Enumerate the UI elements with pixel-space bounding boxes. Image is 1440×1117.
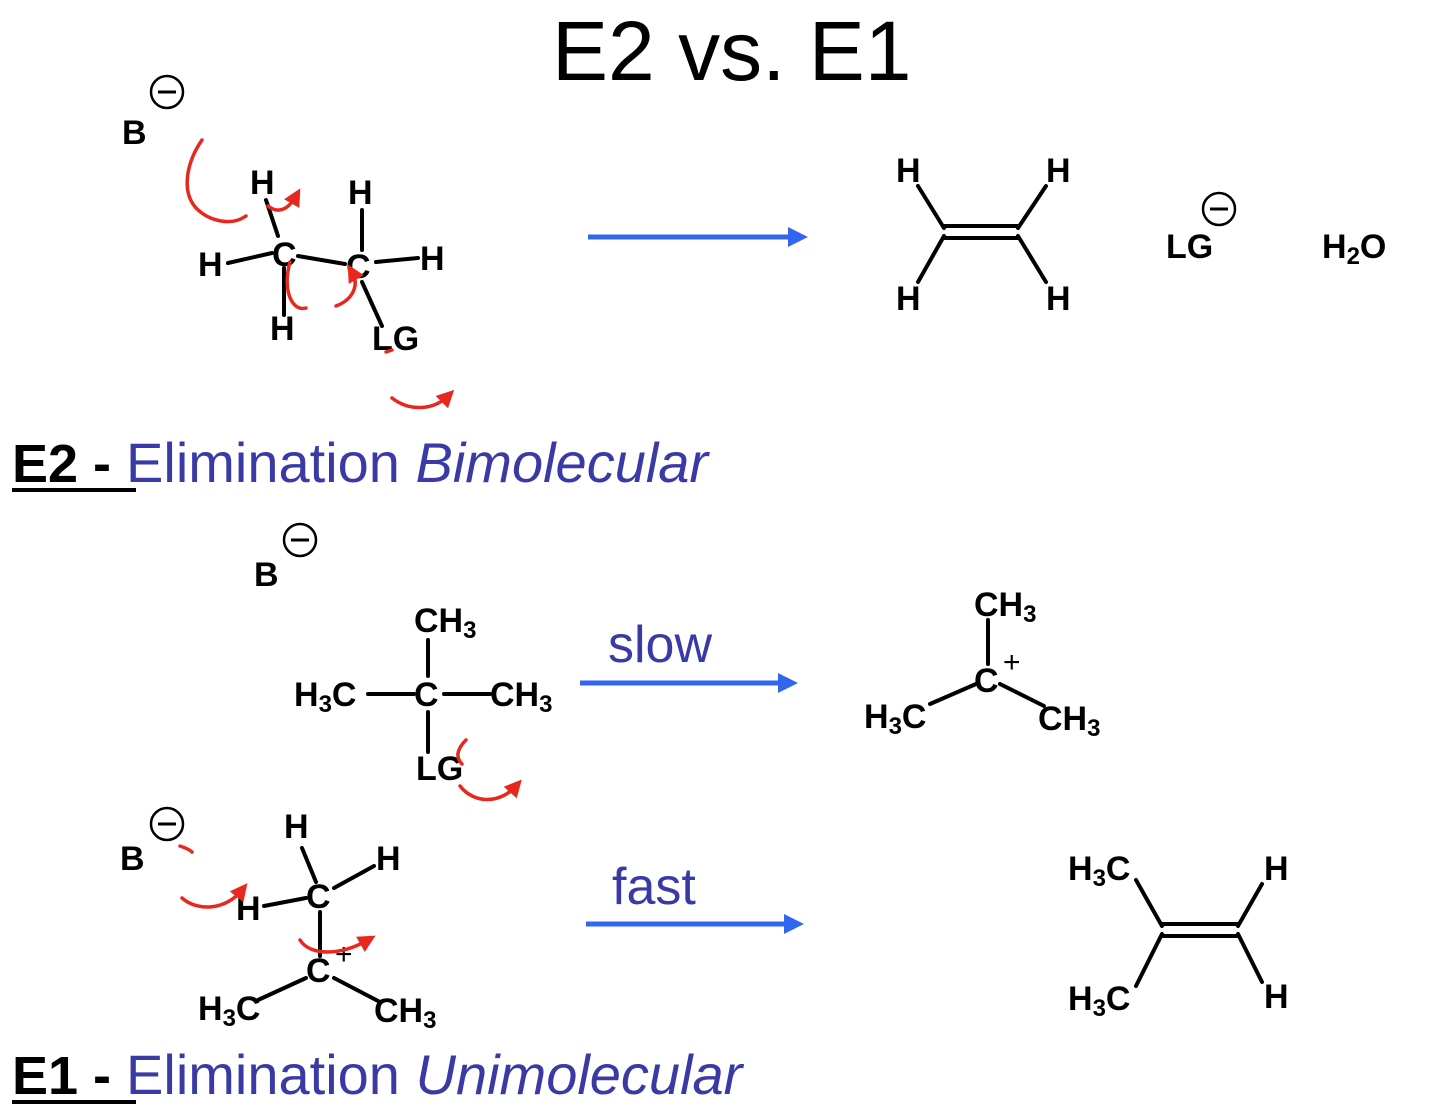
e2-mechanism-label: E2 - Elimination Bimolecular bbox=[12, 431, 710, 494]
product-water: H2O bbox=[1322, 228, 1386, 270]
e2-h-left: H bbox=[198, 246, 223, 284]
curly-arrow bbox=[180, 883, 248, 909]
ethene-h-bottom-right: H bbox=[1046, 280, 1071, 318]
curly-arrow bbox=[266, 188, 301, 212]
step2-h-right: H bbox=[376, 840, 401, 878]
step2-h-left: H bbox=[236, 890, 261, 928]
cation-h3c-left: H3C bbox=[864, 698, 926, 740]
e2-reaction-arrow bbox=[588, 227, 808, 247]
slow-label: slow bbox=[608, 616, 712, 674]
cation-carbon: C bbox=[974, 662, 999, 700]
e1-fast-arrow: fast bbox=[586, 858, 804, 934]
curly-arrow bbox=[194, 206, 248, 224]
step2-ch3-right: CH3 bbox=[374, 992, 436, 1034]
e1-central-c: C bbox=[414, 676, 439, 714]
e1-base-1: B bbox=[254, 556, 279, 594]
e1-reactant: B CH3 H3C C CH3 LG bbox=[254, 522, 552, 802]
e1-ch3-right: CH3 bbox=[490, 676, 552, 718]
curly-arrow bbox=[178, 844, 194, 854]
e1-slow-arrow: slow bbox=[580, 616, 798, 693]
e2-base: B bbox=[122, 114, 147, 152]
curly-arrow bbox=[298, 935, 376, 954]
fast-label: fast bbox=[612, 858, 696, 916]
e2-reactant: B H H H C C H H LG bbox=[122, 74, 455, 410]
plus-icon: + bbox=[1003, 646, 1021, 679]
e2-h-top-left: H bbox=[250, 164, 275, 202]
ethene-h-top-right: H bbox=[1046, 152, 1071, 190]
minus-circle-icon bbox=[1201, 191, 1237, 227]
minus-circle-icon bbox=[149, 806, 185, 842]
alkene-h3c-bottom: H3C bbox=[1068, 980, 1130, 1022]
e1-product-alkene: H3C H3C H H bbox=[1068, 850, 1289, 1022]
e2-product-ethene: H H H H bbox=[896, 152, 1071, 318]
e1-carbocation: CH3 C + H3C CH3 bbox=[864, 586, 1100, 742]
curly-arrow bbox=[458, 779, 522, 802]
step2-h3c-left: H3C bbox=[198, 990, 260, 1032]
curly-arrow bbox=[334, 264, 364, 308]
curly-arrow bbox=[456, 738, 468, 766]
e2-c1: C bbox=[272, 236, 297, 274]
plus-icon: + bbox=[335, 938, 353, 971]
cation-ch3-top: CH3 bbox=[974, 586, 1036, 628]
ethene-h-bottom-left: H bbox=[896, 280, 921, 318]
cation-ch3-right: CH3 bbox=[1038, 700, 1100, 742]
e2-h-right: H bbox=[420, 240, 445, 278]
e2-h-top-right: H bbox=[348, 174, 373, 212]
e2-leaving-group: LG bbox=[372, 320, 419, 358]
e2-product-leaving-group: LG bbox=[1166, 191, 1237, 266]
e1-ch3-top: CH3 bbox=[414, 602, 476, 644]
step2-c2: C bbox=[306, 952, 331, 990]
step2-h-top: H bbox=[284, 808, 309, 846]
page-title: E2 vs. E1 bbox=[552, 4, 912, 98]
alkene-h-top-right: H bbox=[1264, 850, 1289, 888]
step2-c1: C bbox=[306, 878, 331, 916]
alkene-h-bottom-right: H bbox=[1264, 978, 1289, 1016]
e2-h-bottom: H bbox=[270, 310, 295, 348]
alkene-h3c-top: H3C bbox=[1068, 850, 1130, 892]
minus-circle-icon bbox=[149, 74, 185, 110]
curly-arrow bbox=[390, 389, 455, 410]
e2-c2: C bbox=[346, 248, 371, 286]
minus-circle-icon bbox=[282, 522, 318, 558]
e1-step2-intermediate: B H H H C C + H3C CH3 bbox=[120, 806, 436, 1034]
product-lg: LG bbox=[1166, 228, 1213, 266]
ethene-h-top-left: H bbox=[896, 152, 921, 190]
e1-mechanism-label: E1 - Elimination Unimolecular bbox=[12, 1043, 745, 1106]
curly-arrow bbox=[285, 260, 308, 311]
e1-base-2: B bbox=[120, 840, 145, 878]
curly-arrow bbox=[185, 138, 204, 210]
e1-h3c-left: H3C bbox=[294, 676, 356, 718]
e1-leaving-group: LG bbox=[416, 750, 463, 788]
